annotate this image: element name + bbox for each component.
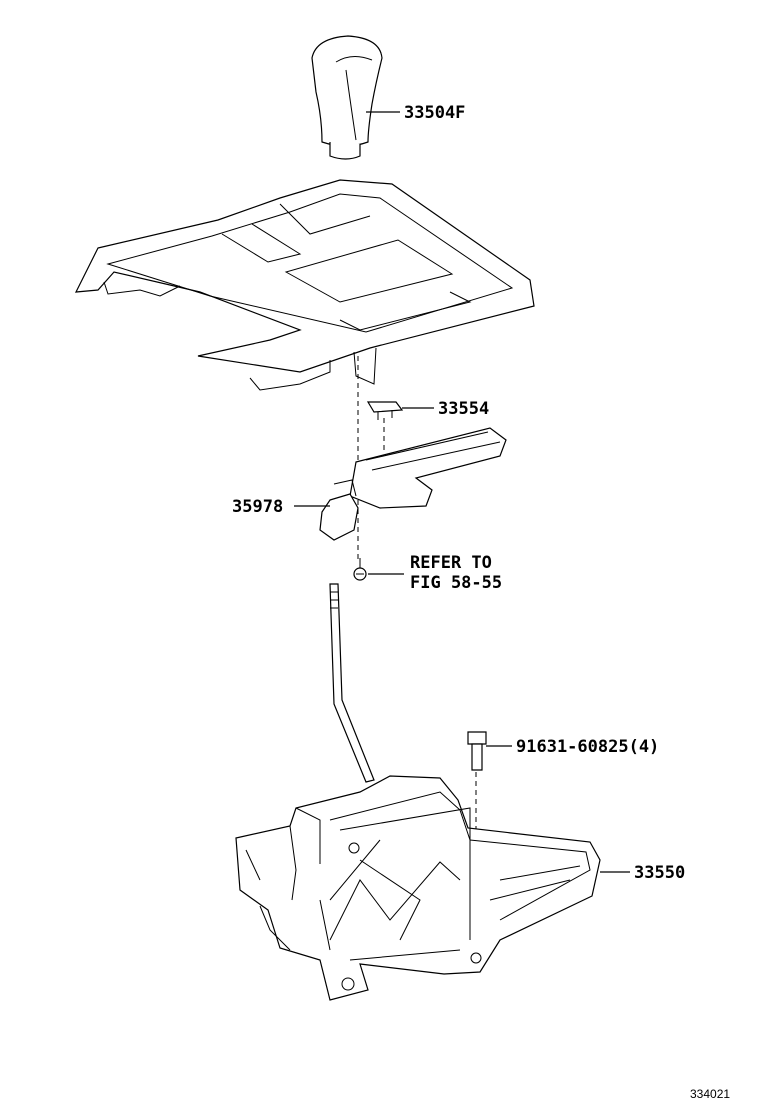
callout-shift-knob: 33504F (404, 103, 465, 123)
callout-indicator-plate: 33554 (438, 399, 489, 419)
console-panel[interactable] (74, 179, 535, 391)
callout-refer-line1: REFER TO (410, 553, 492, 573)
callout-shift-lever-assy: 33550 (634, 863, 685, 883)
shift-lever-assembly[interactable] (235, 775, 601, 1001)
figure-id: 334021 (690, 1087, 730, 1101)
screw[interactable] (353, 558, 367, 581)
shift-lock-solenoid[interactable] (319, 427, 507, 541)
shift-knob[interactable] (311, 35, 383, 160)
indicator-plate[interactable] (366, 401, 404, 420)
callout-lock-solenoid: 35978 (232, 497, 283, 517)
callout-bolt: 91631-60825(4) (516, 737, 659, 757)
shift-lever-rod[interactable] (329, 583, 375, 783)
callout-refer-line2: FIG 58-55 (410, 573, 502, 593)
bolt[interactable] (467, 731, 487, 771)
